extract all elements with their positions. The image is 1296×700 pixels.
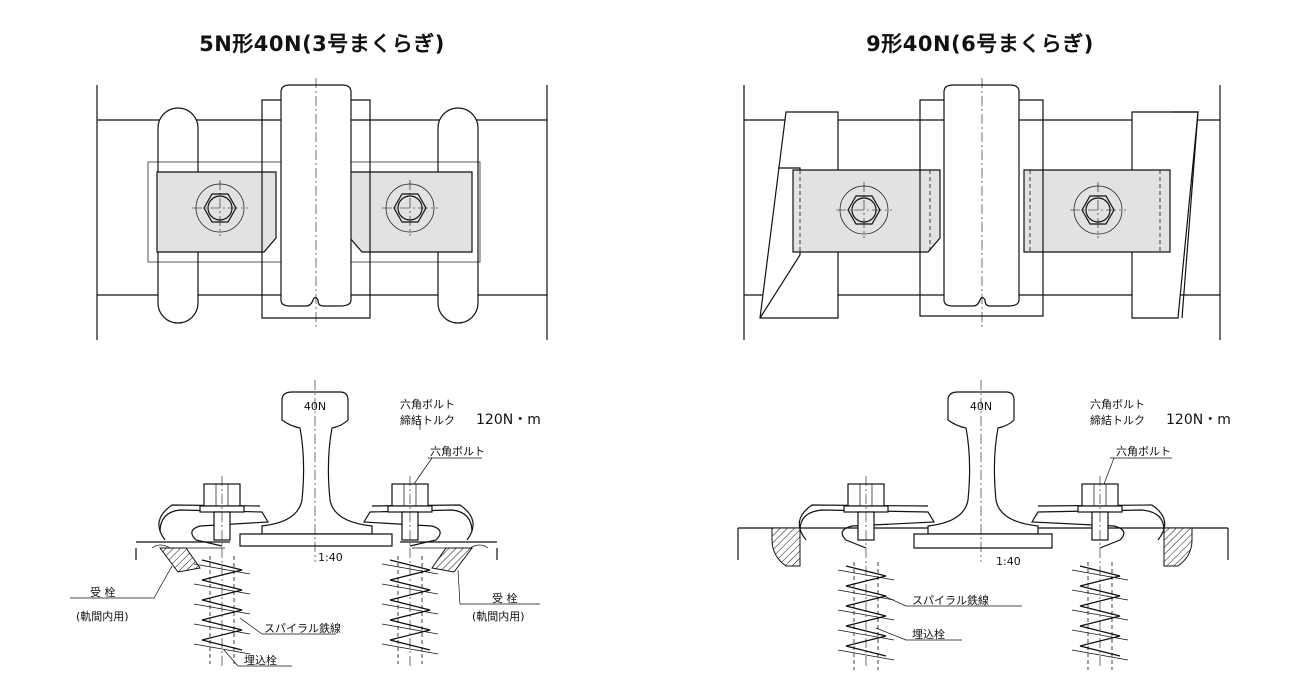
right-section-view [737, 380, 1229, 671]
left-rail-label: 40N [304, 400, 326, 413]
left-torque-label-2: 締結トルク [400, 413, 455, 427]
right-torque-label-1: 六角ボルト [1090, 398, 1145, 411]
left-slope-label: 1:40 [318, 551, 343, 564]
right-rail-label: 40N [970, 400, 992, 413]
right-bolt-label: 六角ボルト [1116, 445, 1171, 458]
left-plug-label: 埋込栓 [244, 653, 277, 667]
right-plug-label: 埋込栓 [912, 627, 945, 641]
left-torque-value: 120N・m [476, 412, 541, 428]
right-plan-view [743, 78, 1221, 340]
left-stopper-label: 受 栓 [90, 585, 116, 599]
right-torque-label-2: 締結トルク [1090, 413, 1145, 427]
left-plan-view [96, 78, 548, 340]
left-section-view [70, 380, 540, 668]
right-spiral-label: スパイラル鉄線 [912, 593, 989, 607]
right-torque-value: 120N・m [1166, 412, 1231, 428]
right-figure-title: 9形40N(6号まくらぎ) [866, 32, 1094, 56]
left-bolt-label: 六角ボルト [430, 445, 485, 458]
left-torque-label-1: 六角ボルト [400, 398, 455, 411]
right-stopper-note: (軌間内用) [472, 609, 525, 623]
left-spiral-label: スパイラル鉄線 [264, 621, 341, 635]
right-slope-label: 1:40 [996, 555, 1021, 568]
left-figure-title: 5N形40N(3号まくらぎ) [199, 32, 445, 56]
right-stopper-label: 受 栓 [492, 591, 518, 605]
left-stopper-note: (軌間内用) [76, 609, 129, 623]
